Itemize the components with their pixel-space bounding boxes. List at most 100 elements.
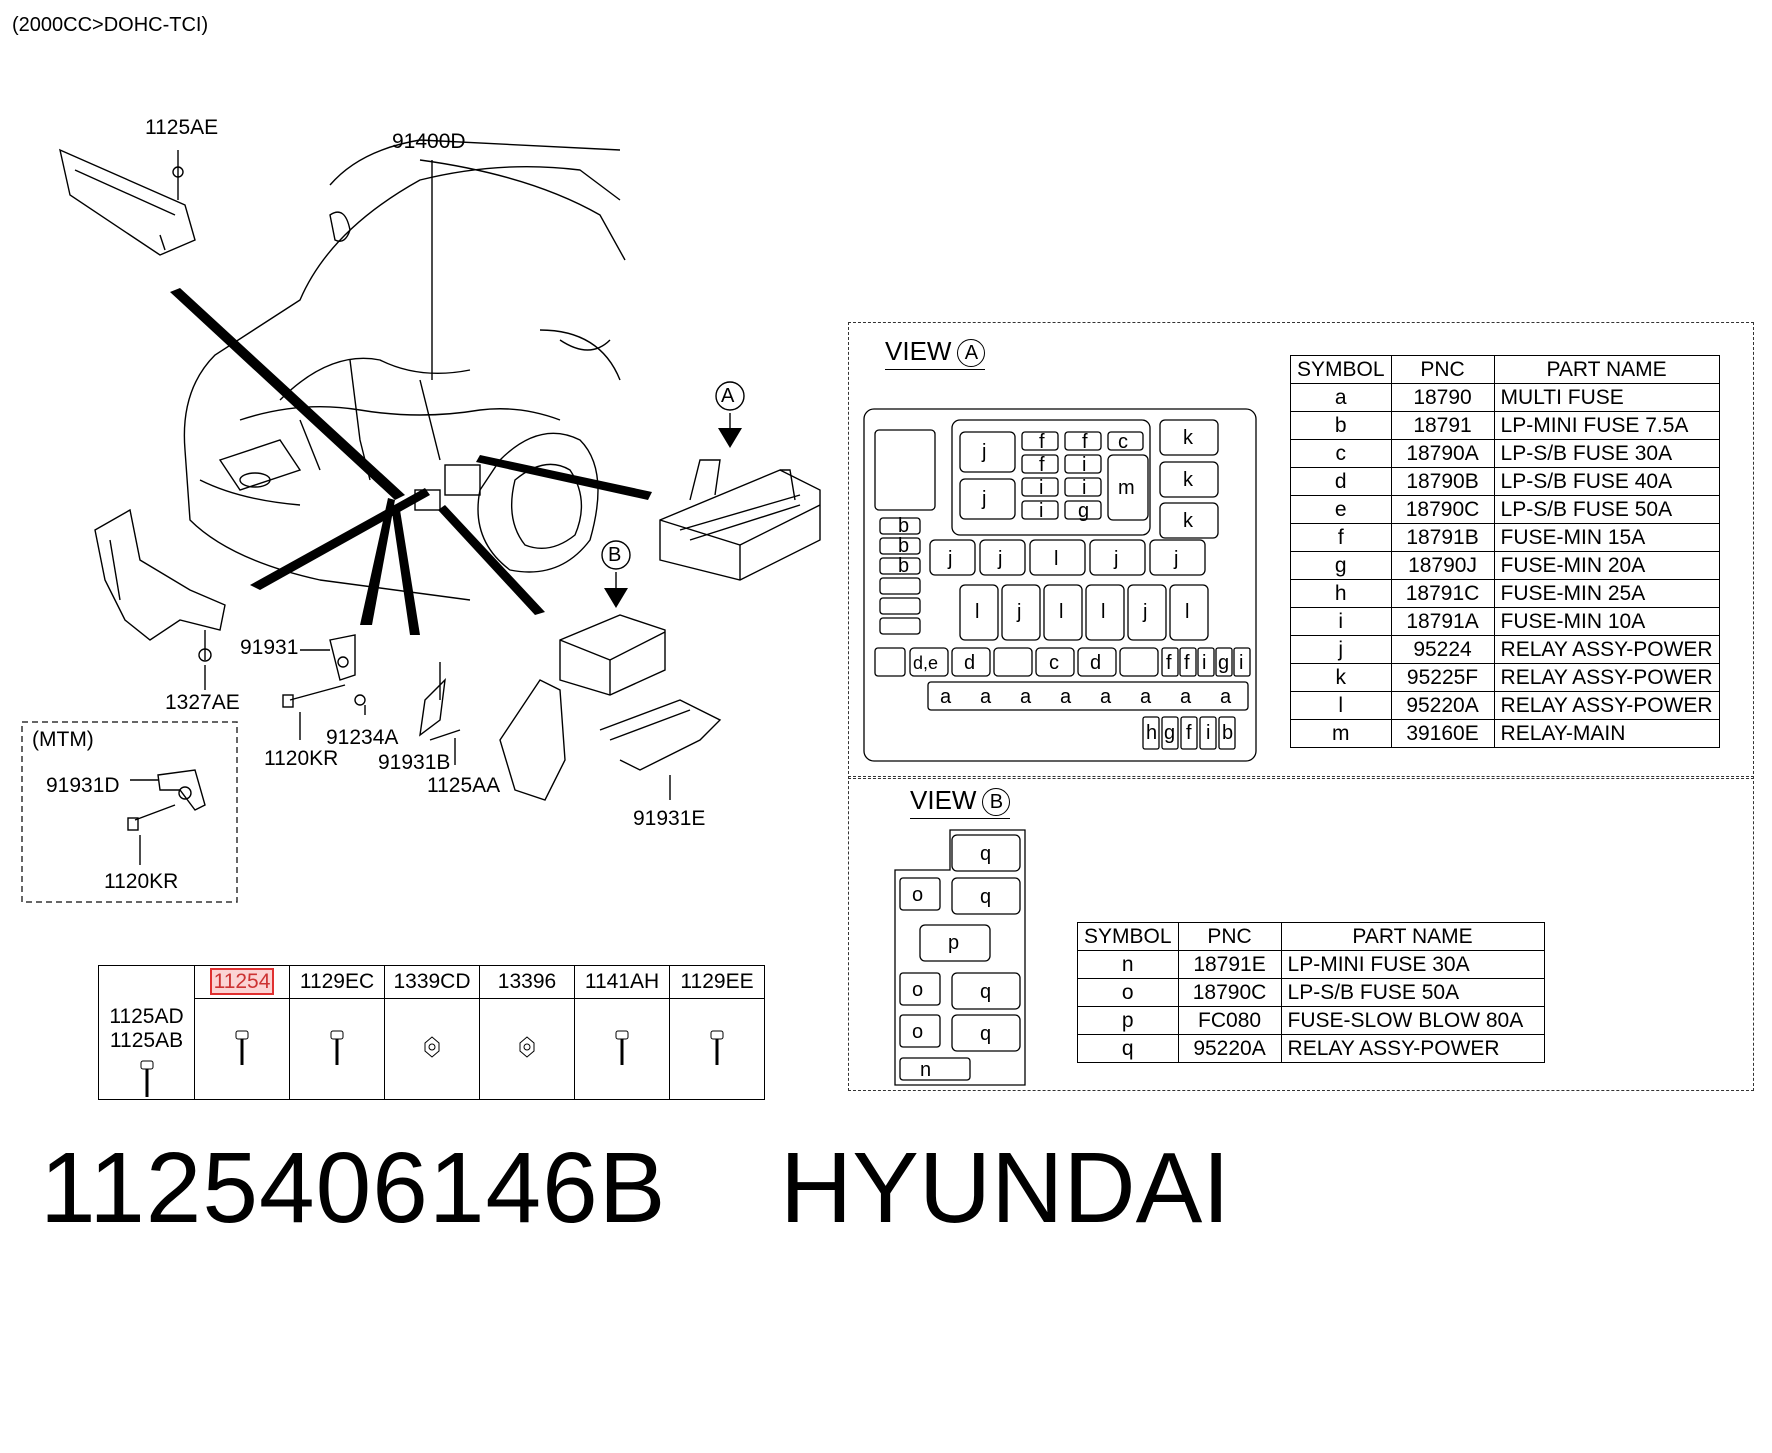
cell-pnc: 18791A <box>1390 607 1495 636</box>
cell-name: FUSE-MIN 25A <box>1493 579 1720 608</box>
cell-symbol: l <box>1290 691 1392 720</box>
fastener-icon-row <box>99 998 765 1100</box>
fastener-table: 1125AD 1125AB 11254 1129EC 1339CD 13396 … <box>98 965 765 1100</box>
cell-symbol: q <box>1077 1034 1179 1063</box>
cell-pnc: 18790B <box>1390 467 1495 496</box>
fastener-icon-cell <box>384 998 480 1100</box>
mtm-title: (MTM) <box>32 728 94 751</box>
fastener-header-row: 1125AD 1125AB 11254 1129EC 1339CD 13396 … <box>98 965 765 1100</box>
cell-pnc: 39160E <box>1390 719 1495 748</box>
cell-symbol: i <box>1290 607 1392 636</box>
cell-pnc: 18791E <box>1177 950 1282 979</box>
cell-symbol: g <box>1290 551 1392 580</box>
svg-text:f: f <box>1184 652 1190 674</box>
cell-name: RELAY ASSY-POWER <box>1493 663 1720 692</box>
svg-text:i: i <box>1082 477 1086 499</box>
cell-name: MULTI FUSE <box>1493 383 1720 412</box>
svg-text:a: a <box>1220 686 1232 708</box>
bolt-icon <box>140 1060 154 1097</box>
label-1125AA: 1125AA <box>427 774 501 797</box>
cell-name: FUSE-MIN 15A <box>1493 523 1720 552</box>
cell-name: LP-MINI FUSE 30A <box>1280 950 1545 979</box>
cell-name: FUSE-MIN 20A <box>1493 551 1720 580</box>
fastener-header-13396: 13396 <box>479 965 575 999</box>
col-part-name: PART NAME <box>1493 355 1720 384</box>
cell-pnc: 18790C <box>1177 978 1282 1007</box>
cell-pnc: 95224 <box>1390 635 1495 664</box>
svg-text:o: o <box>912 1021 923 1043</box>
cell-symbol: h <box>1290 579 1392 608</box>
col-pnc: PNC <box>1177 922 1282 951</box>
svg-text:l: l <box>1185 601 1189 623</box>
svg-text:d: d <box>1090 652 1101 674</box>
cell-symbol: f <box>1290 523 1392 552</box>
fastener-header-1129EE: 1129EE <box>669 965 765 999</box>
bolt-icon <box>235 1030 249 1065</box>
svg-text:b: b <box>898 535 909 557</box>
view-b-fusebox-layout: q o q p o q o q n <box>894 829 1026 1086</box>
svg-text:f: f <box>1082 431 1088 453</box>
cell-name: RELAY ASSY-POWER <box>1280 1034 1545 1063</box>
fastener-code-1125AB: 1125AB <box>109 1029 184 1052</box>
svg-text:q: q <box>980 981 991 1003</box>
label-1327AE: 1327AE <box>165 691 240 714</box>
cell-symbol: k <box>1290 663 1392 692</box>
svg-text:j: j <box>1142 601 1147 623</box>
cell-name: RELAY ASSY-POWER <box>1493 635 1720 664</box>
cell-pnc: 18790J <box>1390 551 1495 580</box>
view-b-panel <box>848 776 1754 1091</box>
cell-pnc: 95220A <box>1390 691 1495 720</box>
cell-symbol: b <box>1290 411 1392 440</box>
svg-text:j: j <box>981 441 986 463</box>
fastener-code-1125AD: 1125AD <box>109 1005 184 1028</box>
svg-text:i: i <box>1239 652 1243 674</box>
svg-text:h: h <box>1146 722 1157 744</box>
svg-text:m: m <box>1118 477 1135 499</box>
svg-text:l: l <box>975 601 979 623</box>
svg-text:b: b <box>898 555 909 577</box>
highlighted-part-11254[interactable]: 11254 <box>209 968 275 995</box>
svg-text:i: i <box>1039 500 1043 522</box>
fastener-header-11254: 11254 <box>194 965 290 999</box>
svg-text:i: i <box>1202 652 1206 674</box>
bolt-icon <box>330 1030 344 1065</box>
cell-name: LP-S/B FUSE 40A <box>1493 467 1720 496</box>
svg-text:a: a <box>940 686 952 708</box>
col-part-name: PART NAME <box>1280 922 1545 951</box>
fastener-cell-1125AD: 1125AD 1125AB <box>98 965 195 1100</box>
nut-icon <box>424 1036 440 1058</box>
svg-text:p: p <box>948 932 959 954</box>
cell-symbol: j <box>1290 635 1392 664</box>
svg-text:l: l <box>1059 601 1063 623</box>
svg-text:f: f <box>1186 722 1192 744</box>
bolt-icon <box>615 1030 629 1065</box>
cell-name: RELAY-MAIN <box>1493 719 1720 748</box>
cell-pnc: 18791C <box>1390 579 1495 608</box>
cell-name: LP-S/B FUSE 50A <box>1280 978 1545 1007</box>
svg-text:g: g <box>1218 652 1229 674</box>
svg-text:k: k <box>1183 469 1194 491</box>
label-91931E: 91931E <box>633 807 706 830</box>
label-1120KR: 1120KR <box>264 747 339 770</box>
svg-text:j: j <box>1173 548 1178 570</box>
svg-text:o: o <box>912 979 923 1001</box>
svg-text:d,e: d,e <box>913 653 938 673</box>
cell-pnc: 95220A <box>1177 1034 1282 1063</box>
view-b-circle-marker: B <box>982 788 1011 817</box>
view-a-panel <box>848 322 1754 779</box>
view-a-fusebox-layout: j j f f f i i i i g c m k k k b b b j j … <box>863 408 1257 762</box>
cell-pnc: 18790C <box>1390 495 1495 524</box>
